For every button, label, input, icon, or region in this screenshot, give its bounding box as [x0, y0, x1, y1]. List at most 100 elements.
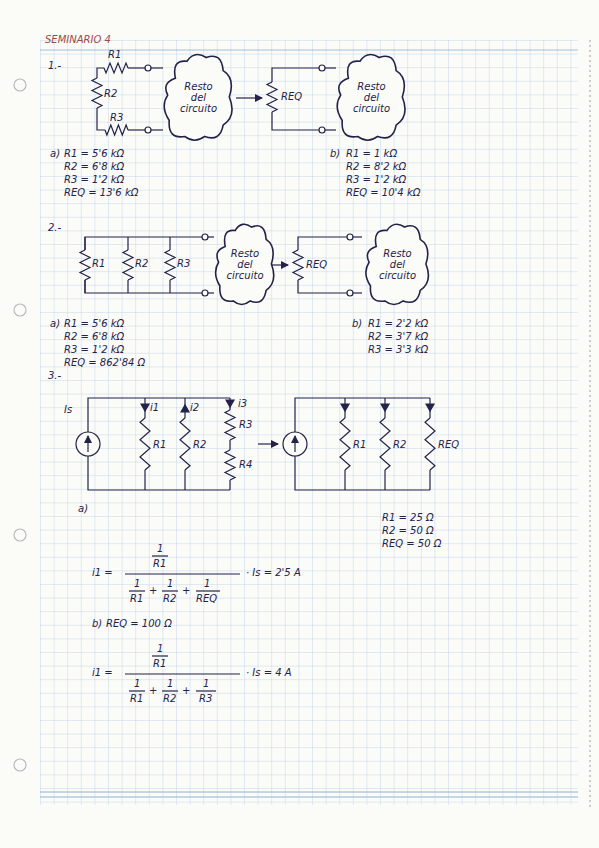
- fraction-bar: [125, 673, 240, 674]
- text-label: R2: [193, 439, 206, 451]
- wire: [295, 398, 430, 432]
- wire: [85, 237, 205, 250]
- wire: [144, 470, 145, 490]
- cloud-path: [337, 55, 405, 141]
- resistor-symbol: [340, 418, 350, 470]
- text-label: R2: [104, 88, 117, 100]
- fraction-bar: [129, 690, 145, 691]
- resistor-symbol: [225, 450, 235, 480]
- rule-line: [40, 792, 578, 793]
- wire: [298, 237, 350, 250]
- wire: [229, 440, 230, 450]
- resistor-symbol: [140, 418, 150, 470]
- cloud-content: Resto del circuito: [212, 220, 278, 308]
- item-letter: b): [92, 618, 102, 630]
- terminal: [347, 234, 353, 240]
- wire: [127, 280, 128, 293]
- wire: [151, 129, 163, 130]
- current-source: [283, 432, 307, 456]
- wire: [384, 470, 385, 490]
- resistor-symbol: [293, 250, 303, 280]
- wire: [88, 398, 230, 432]
- source-arrow: [294, 436, 295, 452]
- cloud-text: Resto del circuito: [377, 248, 418, 281]
- wire: [353, 236, 362, 237]
- fraction-bar: [152, 555, 168, 556]
- source-arrow: [87, 436, 88, 452]
- cloud-path: [366, 224, 429, 304]
- text-label: Is: [64, 404, 72, 416]
- text-label: R3 = 3'3 kΩ: [368, 344, 428, 356]
- wire: [229, 480, 230, 490]
- text-label: R2 = 8'2 kΩ: [346, 161, 406, 173]
- text-label: REQ: [438, 439, 459, 451]
- wire: [84, 237, 85, 250]
- resistor-symbol: [80, 250, 90, 280]
- wire: [169, 280, 170, 293]
- current-arrow: [141, 404, 149, 411]
- text-label: R1: [153, 439, 166, 451]
- cloud-block: Resto del circuito: [333, 50, 410, 144]
- text-label: +: [182, 685, 190, 697]
- text-label: REQ: [281, 91, 302, 103]
- cloud-path: [164, 55, 232, 141]
- terminal: [145, 65, 151, 71]
- text-label: R1 = 2'2 kΩ: [368, 318, 428, 330]
- terminal: [347, 290, 353, 296]
- fraction-bar: [152, 655, 168, 656]
- cloud-content: Resto del circuito: [160, 50, 237, 144]
- text-label: 1: [167, 678, 173, 690]
- wire: [325, 67, 336, 68]
- exercise-number: 2.-: [48, 222, 61, 234]
- text-label: R1: [108, 49, 121, 61]
- current-arrow: [381, 404, 389, 411]
- text-label: R3: [110, 112, 123, 124]
- current-arrow: [426, 404, 434, 411]
- text-label: R2 = 6'8 kΩ: [64, 331, 124, 343]
- terminal: [319, 127, 325, 133]
- text-label: 1: [157, 543, 163, 555]
- text-label: R3 = 1'2 kΩ: [64, 344, 124, 356]
- cloud-text: Resto del circuito: [349, 81, 394, 114]
- text-label: i1: [150, 402, 159, 414]
- text-label: · Is = 2'5 A: [246, 567, 301, 579]
- text-label: R4: [239, 459, 252, 471]
- wire: [344, 470, 345, 490]
- text-label: REQ = 10'4 kΩ: [346, 187, 420, 199]
- rule-line: [40, 797, 578, 798]
- text-label: i1 =: [92, 567, 113, 579]
- wire: [84, 280, 85, 293]
- text-label: SEMINARIO 4: [45, 34, 111, 46]
- wire: [429, 470, 430, 490]
- text-label: R3: [199, 693, 212, 705]
- text-label: REQ: [306, 259, 327, 271]
- resistor-symbol: [123, 250, 133, 280]
- wire: [208, 236, 214, 237]
- cloud-text: Resto del circuito: [176, 81, 221, 114]
- current-arrow: [341, 404, 349, 411]
- wire: [272, 112, 322, 130]
- exercise-number: 3.-: [48, 370, 61, 382]
- text-label: R1: [153, 658, 166, 670]
- text-label: 1: [134, 678, 140, 690]
- wire: [151, 67, 163, 68]
- circuit-wires: [76, 63, 435, 691]
- text-label: R1: [353, 439, 366, 451]
- text-label: R1 = 1 kΩ: [346, 148, 397, 160]
- fraction-bar: [125, 573, 240, 574]
- cloud-content: Resto del circuito: [362, 220, 433, 308]
- text-label: R1: [130, 593, 143, 605]
- current-arrow: [226, 400, 234, 407]
- terminal: [319, 65, 325, 71]
- text-label: REQ = 50 Ω: [382, 538, 441, 550]
- wire: [97, 108, 105, 130]
- wire: [208, 292, 214, 293]
- fraction-bar: [162, 690, 178, 691]
- text-label: REQ = 13'6 kΩ: [64, 187, 138, 199]
- wire: [325, 129, 336, 130]
- binder-holes: [14, 79, 26, 771]
- text-label: 1: [157, 643, 163, 655]
- current-source: [76, 432, 100, 456]
- terminal: [202, 290, 208, 296]
